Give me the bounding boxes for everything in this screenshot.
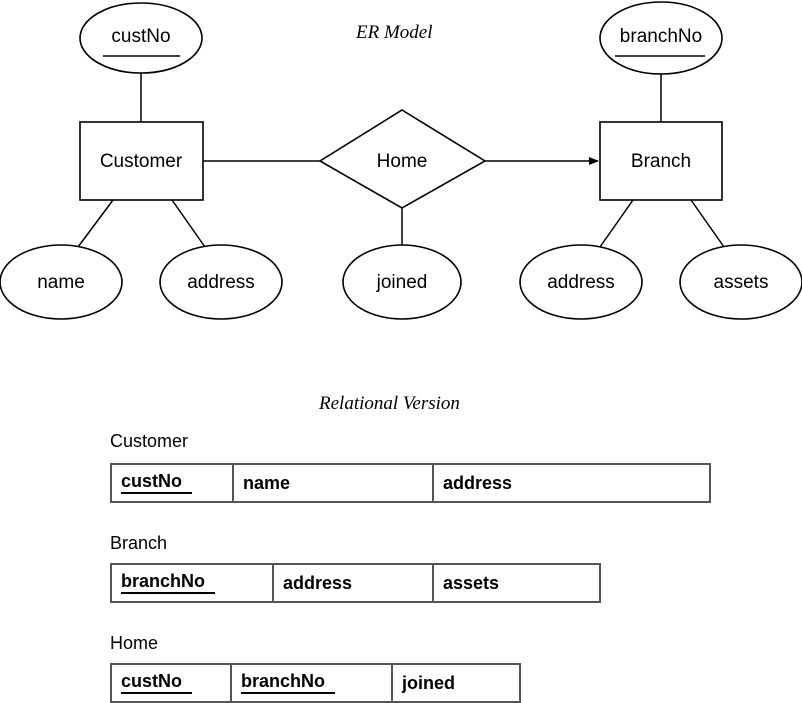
entity-customer[interactable] <box>79 121 204 201</box>
attribute-name-label: name <box>37 272 85 293</box>
er-model-canvas: Customer Branch Home custNo name address… <box>0 1 802 320</box>
attribute-branch-address-label: address <box>547 272 615 293</box>
primary-key-text: custNo <box>121 672 193 694</box>
connector-customer-address <box>171 199 206 248</box>
relation-column-branch-2[interactable]: assets <box>434 565 599 601</box>
column-text: joined <box>402 672 455 693</box>
entity-branch-label: Branch <box>631 151 691 172</box>
entity-branch[interactable] <box>599 121 723 201</box>
attribute-custno-label: custNo <box>111 26 170 47</box>
attribute-branch-address[interactable] <box>519 244 643 320</box>
relational-version-title: Relational Version <box>319 393 460 414</box>
relation-column-home-1[interactable]: branchNo <box>232 665 393 701</box>
relation-table-home: custNo branchNo joined <box>110 663 521 703</box>
connector-branch-address <box>599 199 634 248</box>
relation-label-branch: Branch <box>110 533 168 553</box>
attribute-joined-label: joined <box>376 272 428 293</box>
column-text: address <box>443 472 513 493</box>
relation-column-home-2[interactable]: joined <box>393 665 519 701</box>
attribute-assets[interactable] <box>679 244 802 320</box>
relation-label-customer: Customer <box>110 431 189 451</box>
primary-key-text: custNo <box>121 472 193 494</box>
relationship-home-label: Home <box>377 151 428 172</box>
attribute-joined[interactable] <box>342 244 462 320</box>
attribute-assets-label: assets <box>714 272 769 293</box>
er-model-title: ER Model <box>356 22 433 43</box>
relation-column-customer-2[interactable]: address <box>434 465 709 501</box>
relation-table-customer: custNo name address <box>110 463 711 503</box>
relation-label-home: Home <box>110 633 159 653</box>
relation-column-home-0[interactable]: custNo <box>112 665 232 701</box>
relationship-home[interactable] <box>318 109 487 209</box>
attribute-branchno-label: branchNo <box>620 26 702 47</box>
relation-table-branch: branchNo address assets <box>110 563 601 603</box>
attribute-customer-address[interactable] <box>159 244 283 320</box>
attribute-name[interactable] <box>0 244 123 320</box>
connector-customer-name <box>77 199 114 248</box>
relation-column-branch-1[interactable]: address <box>274 565 434 601</box>
primary-key-text: branchNo <box>241 672 336 694</box>
relation-column-customer-0[interactable]: custNo <box>112 465 234 501</box>
column-text: name <box>243 472 291 493</box>
attribute-customer-address-label: address <box>187 272 255 293</box>
entity-customer-label: Customer <box>100 151 183 172</box>
relation-column-customer-1[interactable]: name <box>234 465 434 501</box>
column-text: address <box>283 572 353 593</box>
relation-column-branch-0[interactable]: branchNo <box>112 565 274 601</box>
connector-branch-assets <box>690 199 725 248</box>
column-text: assets <box>443 572 500 593</box>
primary-key-text: branchNo <box>121 572 216 594</box>
